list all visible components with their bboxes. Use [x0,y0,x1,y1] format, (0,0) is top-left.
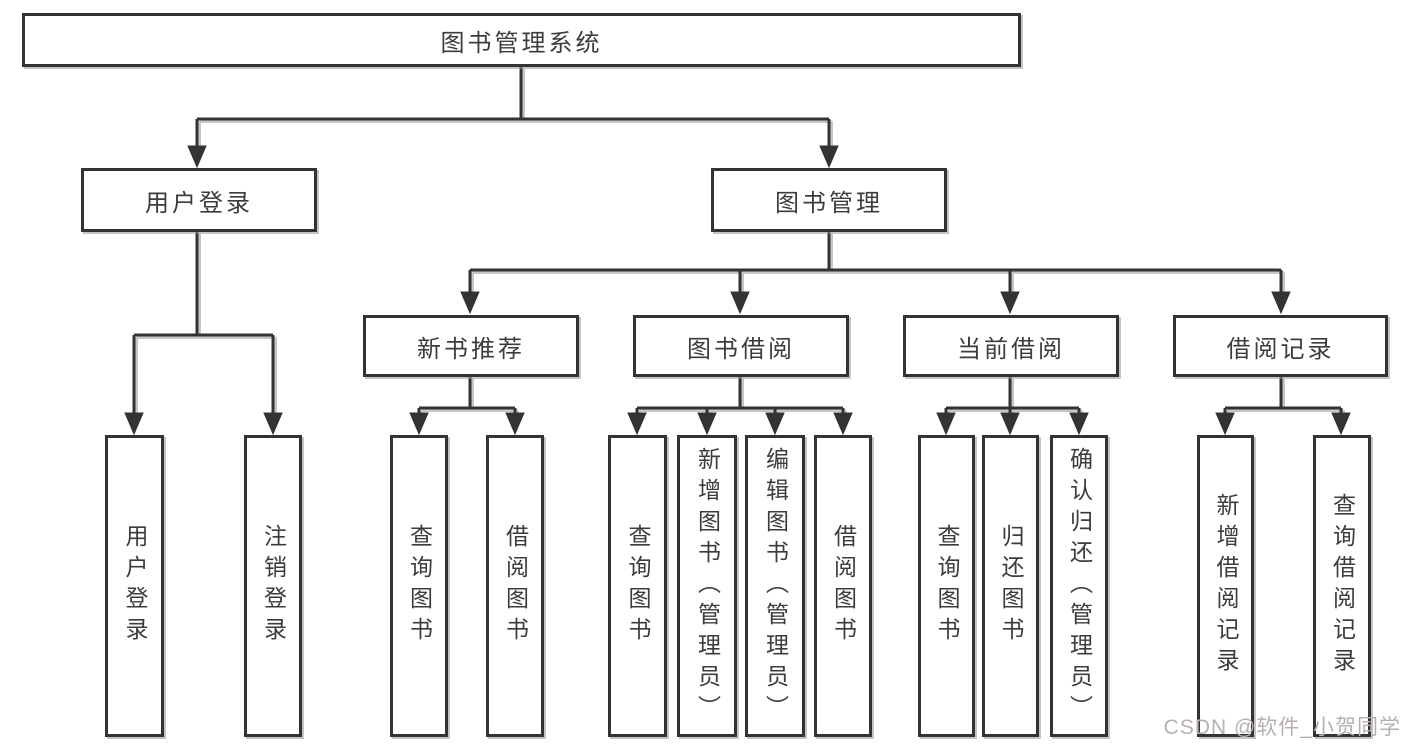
leaf-bb-edit-book-admin-label: 编辑图书（管理员） [762,446,789,726]
leaf-cb-return-book: 归还图书 [982,435,1039,737]
leaf-bb-edit-book-admin: 编辑图书（管理员） [745,435,805,737]
leaf-br-add-record-label: 新增借阅记录 [1213,493,1239,679]
leaf-bb-add-book-admin-label: 新增图书（管理员） [694,446,721,726]
csdn-watermark: CSDN @软件_小贺同学 [1163,716,1401,739]
arrowhead [936,412,956,436]
leaf-nbr-query-book: 查询图书 [390,435,448,737]
leaf-user-login: 用户登录 [105,435,164,737]
leaf-cb-return-book-label: 归还图书 [998,524,1024,648]
leaf-nbr-borrow-book: 借阅图书 [486,435,544,737]
node-user-login: 用户登录 [81,168,317,232]
leaf-cb-query-book: 查询图书 [918,435,975,737]
node-user-login-label: 用户登录 [145,189,253,217]
arrowhead [1331,412,1351,436]
leaf-bb-borrow-book-label: 借阅图书 [830,524,857,648]
node-book-management-label: 图书管理 [775,189,883,217]
leaf-logout-label: 注销登录 [260,524,287,648]
arrowhead [124,412,144,436]
connector-main [124,66,1351,436]
leaf-nbr-borrow-book-label: 借阅图书 [502,524,529,648]
leaf-cb-query-book-label: 查询图书 [934,524,960,648]
arrowhead [765,412,785,436]
node-root-label: 图书管理系统 [440,29,603,57]
arrowhead [1000,412,1020,436]
node-borrow-record: 借阅记录 [1173,315,1388,377]
node-borrow-record-label: 借阅记录 [1226,335,1335,363]
node-root-system: 图书管理系统 [22,13,1021,67]
node-book-borrow-label: 图书借阅 [687,335,795,363]
arrowhead [1069,412,1089,436]
node-new-book-recommend: 新书推荐 [363,315,579,377]
arrowhead [505,412,525,436]
node-book-management: 图书管理 [711,168,947,232]
node-current-borrow-label: 当前借阅 [957,335,1065,363]
arrowhead [409,412,429,436]
leaf-bb-query-book-label: 查询图书 [625,524,651,648]
arrowhead [187,145,207,169]
leaf-cb-confirm-return-admin: 确认归还（管理员） [1050,435,1108,737]
arrowhead [697,412,717,436]
leaf-br-add-record: 新增借阅记录 [1197,435,1254,737]
leaf-bb-borrow-book: 借阅图书 [814,435,872,737]
node-new-book-recommend-label: 新书推荐 [417,335,525,363]
arrowhead [460,291,480,315]
leaf-nbr-query-book-label: 查询图书 [406,524,433,648]
arrowhead [263,412,283,436]
leaf-bb-query-book: 查询图书 [608,435,667,737]
arrowhead [1271,291,1291,315]
leaf-logout: 注销登录 [244,435,302,737]
node-book-borrow: 图书借阅 [633,315,849,377]
arrowhead [1215,412,1235,436]
leaf-cb-confirm-return-admin-label: 确认归还（管理员） [1066,446,1093,726]
node-current-borrow: 当前借阅 [903,315,1119,377]
arrowhead [833,412,853,436]
arrowhead [627,412,647,436]
arrowhead [819,145,839,169]
leaf-br-query-record: 查询借阅记录 [1313,435,1371,737]
leaf-br-query-record-label: 查询借阅记录 [1329,493,1356,679]
arrowhead [730,291,750,315]
leaf-user-login-label: 用户登录 [122,524,148,648]
leaf-bb-add-book-admin: 新增图书（管理员） [677,435,737,737]
arrowhead [1000,291,1020,315]
